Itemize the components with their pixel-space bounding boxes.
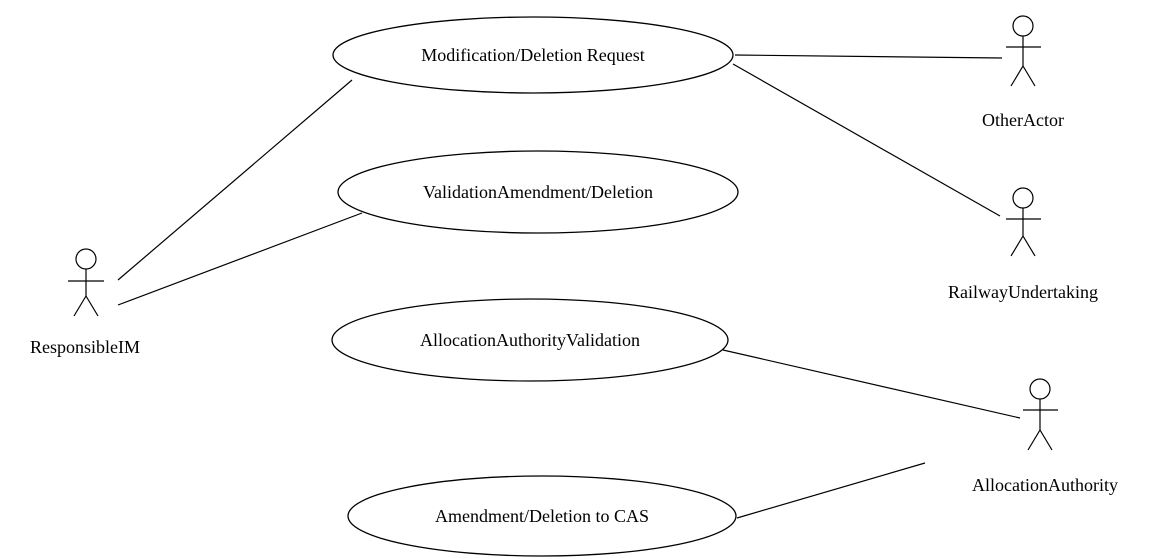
stick-figure-icon [68, 248, 104, 317]
actor-label: RailwayUndertaking [948, 282, 1098, 302]
association-allocvalidation-allocationauthority [722, 349, 1021, 419]
stick-figure-icon [1006, 15, 1041, 87]
use-case-ellipse [337, 150, 739, 234]
actor-railway-undertaking[interactable]: RailwayUndertaking [948, 187, 1098, 302]
stick-figure-icon [1006, 187, 1041, 257]
actor-label: OtherActor [982, 110, 1064, 130]
associations [117, 54, 1021, 519]
stick-figure-icon [1023, 378, 1058, 451]
use-case-label: ValidationAmendment/Deletion [423, 182, 653, 202]
use-case-label: Modification/Deletion Request [421, 45, 644, 65]
use-case-label: Amendment/Deletion to CAS [435, 506, 649, 526]
use-case-ellipse [331, 298, 729, 382]
use-case-validation-amendment-deletion[interactable]: ValidationAmendment/Deletion [337, 150, 739, 234]
use-case-ellipse [332, 16, 734, 94]
use-case-ellipse [347, 475, 737, 557]
association-amendmentcas-allocationauthority [736, 462, 926, 519]
actor-label: ResponsibleIM [30, 337, 140, 357]
association-modification-otheractor [734, 54, 1003, 59]
use-case-modification-deletion-request[interactable]: Modification/Deletion Request [332, 16, 734, 94]
actor-label: AllocationAuthority [972, 475, 1118, 495]
association-responsibleim-validation [117, 212, 363, 306]
use-case-amendment-deletion-to-cas[interactable]: Amendment/Deletion to CAS [347, 475, 737, 557]
actor-other-actor[interactable]: OtherActor [982, 15, 1064, 130]
use-case-label: AllocationAuthorityValidation [420, 330, 640, 350]
actor-responsible-im[interactable]: ResponsibleIM [30, 248, 140, 357]
association-modification-railwayundertaking [732, 63, 1001, 217]
actor-allocation-authority[interactable]: AllocationAuthority [972, 378, 1118, 495]
use-case-allocation-authority-validation[interactable]: AllocationAuthorityValidation [331, 298, 729, 382]
association-responsibleim-modification [117, 79, 353, 281]
